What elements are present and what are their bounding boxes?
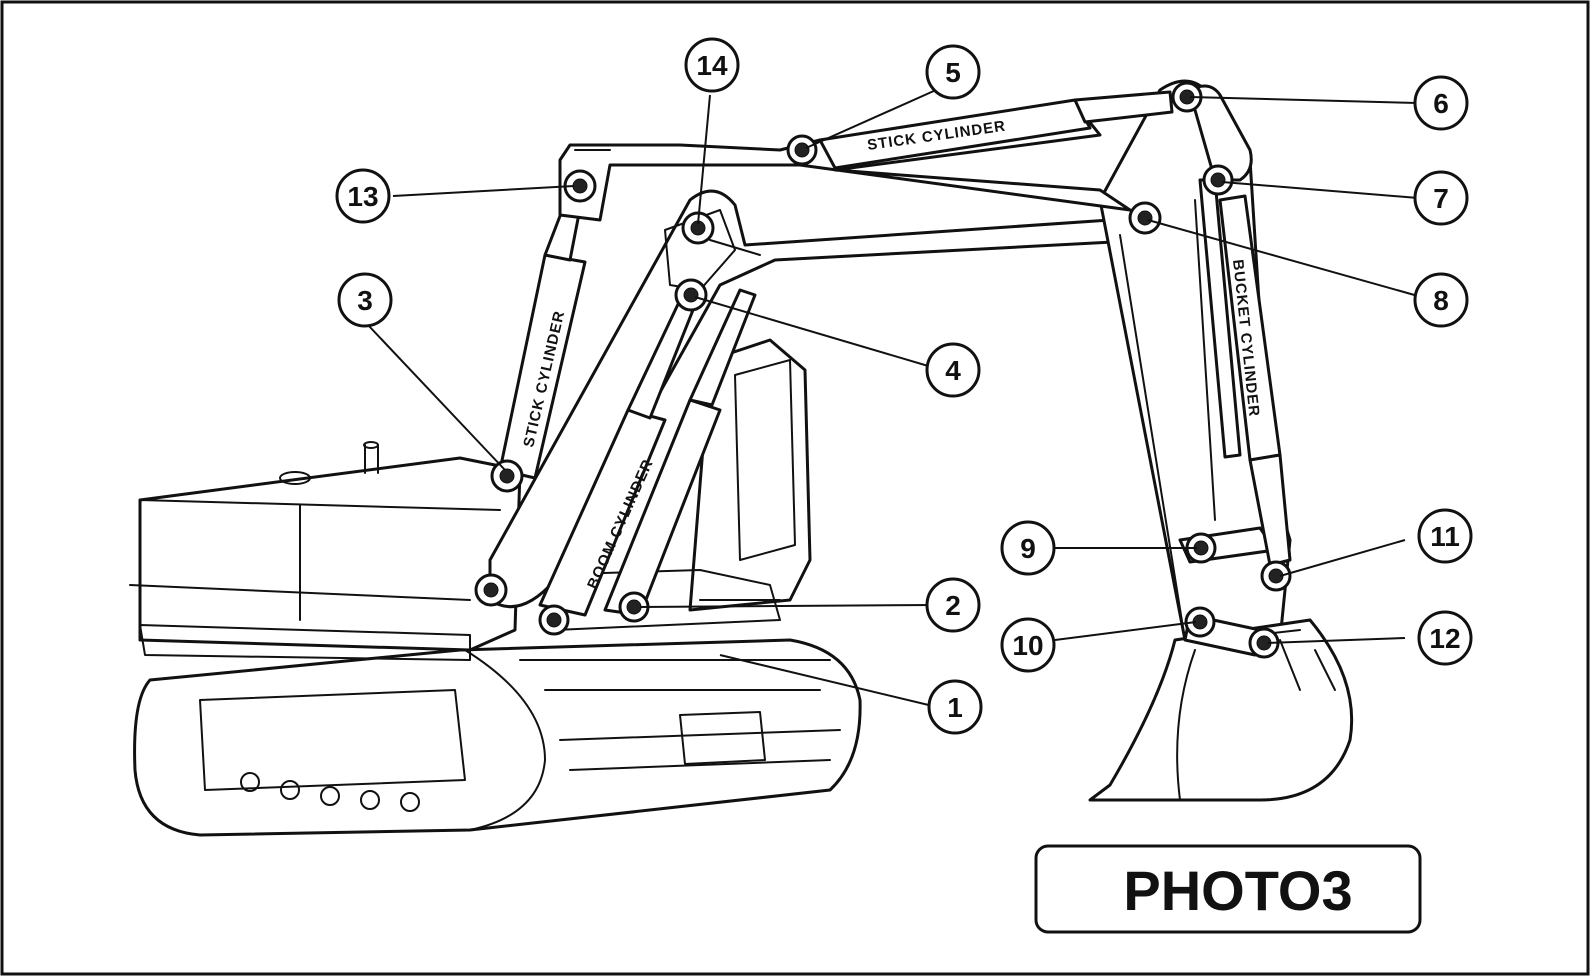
callout-8: 8 — [1413, 272, 1469, 328]
callout-label: 11 — [1430, 521, 1460, 552]
pin-8 — [1128, 201, 1162, 235]
callout-label: 6 — [1433, 88, 1449, 119]
callout-label: 5 — [945, 57, 961, 88]
callout-label: 9 — [1020, 533, 1036, 564]
pin-6 — [1171, 81, 1203, 113]
callout-label: 10 — [1012, 630, 1043, 661]
boom — [488, 189, 1152, 609]
boom-cylinder: BOOM CYLINDER — [538, 288, 757, 617]
callout-label: 8 — [1433, 285, 1449, 316]
callout-9: 9 — [1000, 520, 1056, 576]
callout-2: 2 — [925, 577, 981, 633]
callout-label: 7 — [1433, 183, 1449, 214]
pin-10 — [1184, 606, 1216, 638]
callout-label: 14 — [696, 50, 728, 81]
pin-7 — [1202, 164, 1234, 196]
callout-12: 12 — [1417, 610, 1473, 666]
pin-13 — [563, 169, 597, 203]
leader-lines — [367, 89, 1419, 708]
pins — [474, 81, 1292, 659]
figure-label: PHOTO3 — [1123, 859, 1352, 922]
pin-1 — [474, 573, 508, 607]
callout-7: 7 — [1413, 170, 1469, 226]
callout-6: 6 — [1413, 75, 1469, 131]
pin-5 — [786, 134, 818, 166]
bucket-cylinder: BUCKET CYLINDER — [1198, 178, 1292, 567]
pin-11 — [1260, 560, 1292, 592]
pin-12 — [1248, 627, 1280, 659]
pin-2a — [538, 604, 570, 636]
pin-14 — [681, 211, 715, 245]
callout-10: 10 — [1000, 617, 1056, 673]
figure-label-box: PHOTO3 — [1034, 844, 1422, 934]
callout-14: 14 — [684, 37, 740, 93]
callout-label: 12 — [1429, 623, 1460, 654]
callout-13: 13 — [335, 168, 391, 224]
callout-label: 3 — [357, 285, 373, 316]
callout-1: 1 — [927, 679, 983, 735]
pin-4 — [674, 278, 708, 312]
stick-cylinder-upper: STICK CYLINDER — [558, 90, 1174, 222]
callout-label: 13 — [347, 181, 378, 212]
callouts: 1 2 3 4 5 6 7 8 9 10 11 12 13 14 — [335, 37, 1473, 735]
callout-3: 3 — [337, 272, 393, 328]
callout-4: 4 — [925, 342, 981, 398]
upper-body — [129, 338, 812, 661]
callout-11: 11 — [1417, 508, 1473, 564]
callout-label: 2 — [945, 590, 961, 621]
pin-3 — [490, 459, 524, 493]
callout-label: 4 — [945, 355, 961, 386]
callout-5: 5 — [925, 44, 981, 100]
callout-label: 1 — [947, 692, 963, 723]
undercarriage — [133, 638, 862, 837]
